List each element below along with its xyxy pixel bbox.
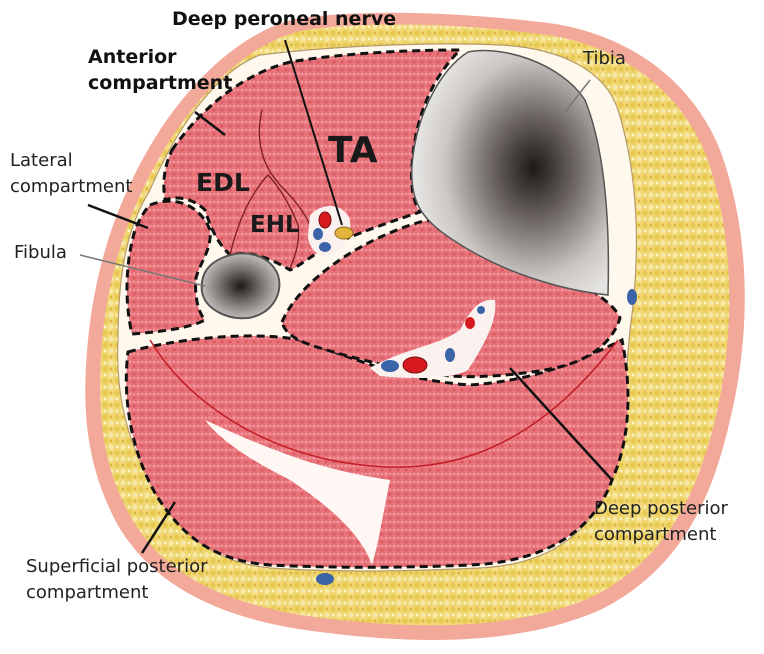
muscle-label-ehl: EHL: [250, 212, 300, 238]
label-tibia: Tibia: [583, 48, 626, 70]
label-superficial-posterior-line2: compartment: [26, 582, 148, 604]
small-saphenous-vein: [316, 573, 334, 585]
anterior-tibial-artery: [319, 212, 331, 228]
posterior-tibial-artery: [403, 357, 427, 373]
muscle-label-edl: EDL: [196, 168, 250, 197]
anterior-tibial-vein-2: [319, 242, 331, 252]
label-superficial-posterior-line1: Superficial posterior: [26, 556, 208, 578]
label-fibula: Fibula: [14, 242, 67, 264]
peroneal-artery: [465, 317, 475, 329]
posterior-tibial-vein-2: [445, 348, 455, 362]
fibula-bone: [202, 253, 280, 318]
deep-peroneal-nerve: [335, 227, 353, 239]
label-lateral-line2: compartment: [10, 176, 132, 198]
label-deep-peroneal-nerve: Deep peroneal nerve: [172, 8, 396, 30]
label-anterior-line2: compartment: [88, 72, 232, 94]
lateral-muscle: [127, 201, 210, 334]
great-saphenous-vein: [627, 289, 637, 305]
muscle-label-ta: TA: [328, 130, 378, 171]
posterior-tibial-vein-1: [381, 360, 399, 372]
label-lateral-line1: Lateral: [10, 150, 73, 172]
peroneal-vein: [477, 306, 485, 314]
label-anterior-line1: Anterior: [88, 46, 177, 68]
anterior-tibial-vein-1: [313, 228, 323, 240]
label-deep-posterior-line2: compartment: [594, 524, 716, 546]
label-deep-posterior-line1: Deep posterior: [594, 498, 728, 520]
